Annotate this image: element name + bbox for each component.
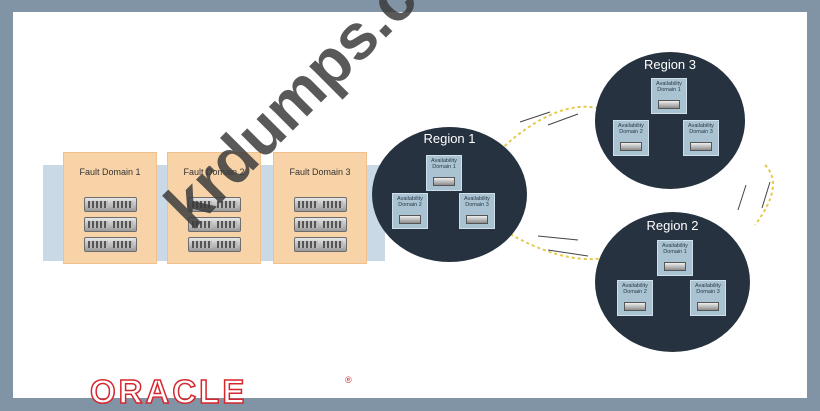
server-icon <box>294 197 347 212</box>
availability-domain-3: Availability Domain 3 <box>683 120 719 156</box>
fault-domain-3-label: Fault Domain 3 <box>289 167 351 177</box>
server-icon <box>188 197 241 212</box>
server-icon <box>188 237 241 252</box>
availability-domain-label: Availability Domain 1 <box>431 158 457 170</box>
fault-domain-3: Fault Domain 3 <box>273 152 367 264</box>
arrow-icon <box>519 111 551 123</box>
server-icon <box>188 217 241 232</box>
region-2: Region 2 Availability Domain 1 Availabil… <box>595 212 750 352</box>
availability-domain-label: Availability Domain 2 <box>397 196 423 208</box>
server-icon <box>399 215 421 224</box>
availability-domain-label: Availability Domain 3 <box>688 123 714 135</box>
server-icon <box>84 197 137 212</box>
server-icon <box>624 302 646 311</box>
fault-domain-2: Fault Domain 2 <box>167 152 261 264</box>
availability-domain-label: Availability Domain 2 <box>622 283 648 295</box>
region-1: Region 1 Availability Domain 1 Availabil… <box>372 127 527 262</box>
arrow-icon <box>547 113 579 126</box>
availability-domain-1: Availability Domain 1 <box>651 78 687 114</box>
arrow-icon <box>547 249 589 257</box>
availability-domain-label: Availability Domain 2 <box>618 123 644 135</box>
availability-domain-2: Availability Domain 2 <box>617 280 653 316</box>
region-2-title: Region 2 <box>646 218 699 233</box>
link-region1-region2 <box>499 227 606 261</box>
fault-domain-2-label: Fault Domain 2 <box>183 167 245 177</box>
registered-mark: ® <box>345 375 352 385</box>
availability-domain-3: Availability Domain 3 <box>459 193 495 229</box>
server-icon <box>697 302 719 311</box>
availability-domain-3: Availability Domain 3 <box>690 280 726 316</box>
server-icon <box>84 237 137 252</box>
oracle-logo: ORACLE <box>89 372 248 411</box>
server-icon <box>658 100 680 109</box>
server-icon <box>84 217 137 232</box>
availability-domain-label: Availability Domain 1 <box>662 243 688 255</box>
server-icon <box>690 142 712 151</box>
region-1-title: Region 1 <box>423 131 476 146</box>
availability-domain-label: Availability Domain 3 <box>464 196 490 208</box>
availability-domain-label: Availability Domain 3 <box>695 283 721 295</box>
fault-domain-1: Fault Domain 1 <box>63 152 157 264</box>
server-icon <box>294 237 347 252</box>
server-icon <box>466 215 488 224</box>
server-icon <box>433 177 455 186</box>
server-icon <box>294 217 347 232</box>
availability-domain-1: Availability Domain 1 <box>426 155 462 191</box>
fault-domain-1-label: Fault Domain 1 <box>79 167 141 177</box>
availability-domain-2: Availability Domain 2 <box>392 193 428 229</box>
availability-domain-1: Availability Domain 1 <box>657 240 693 276</box>
arrow-icon <box>737 184 747 211</box>
server-icon <box>664 262 686 271</box>
server-icon <box>620 142 642 151</box>
link-region3-region2 <box>754 164 774 226</box>
region-3-title: Region 3 <box>643 57 697 72</box>
link-region1-region3 <box>499 105 606 151</box>
arrow-icon <box>761 181 771 209</box>
arrow-icon <box>537 235 579 241</box>
availability-domain-label: Availability Domain 1 <box>656 81 682 93</box>
availability-domain-2: Availability Domain 2 <box>613 120 649 156</box>
region-3: Region 3 Availability Domain 1 Availabil… <box>595 52 745 189</box>
